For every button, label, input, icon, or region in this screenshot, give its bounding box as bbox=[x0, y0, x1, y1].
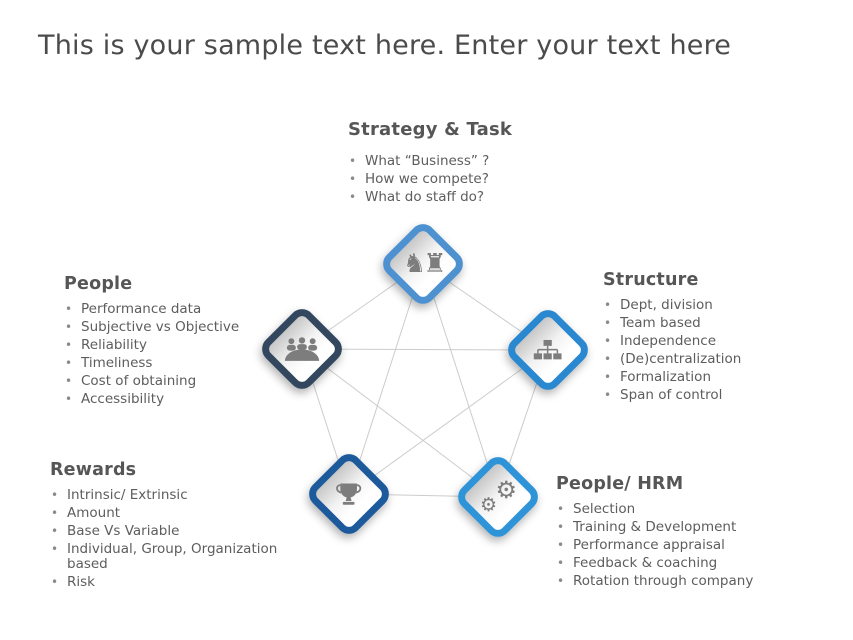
section-heading-people: People bbox=[64, 274, 133, 294]
bullet-item: Reliability bbox=[64, 338, 239, 353]
bullet-list-people-hrm: SelectionTraining & DevelopmentPerforman… bbox=[556, 502, 753, 589]
bullet-list-rewards: Intrinsic/ ExtrinsicAmountBase Vs Variab… bbox=[50, 488, 308, 589]
bullet-item: Amount bbox=[50, 506, 308, 521]
section-strategy-task: Strategy & Task What “Business” ? How we … bbox=[348, 118, 512, 208]
bullet-item: Selection bbox=[556, 502, 753, 517]
bullet-item: Cost of obtaining bbox=[64, 374, 239, 389]
section-rewards: Rewards Intrinsic/ ExtrinsicAmountBase V… bbox=[50, 458, 308, 593]
bullet-item: How we compete? bbox=[348, 172, 512, 187]
bullet-item: Feedback & coaching bbox=[556, 556, 753, 571]
section-structure: Structure Dept, divisionTeam basedIndepe… bbox=[603, 268, 741, 406]
bullet-item: Subjective vs Objective bbox=[64, 320, 239, 335]
node-rewards bbox=[303, 448, 395, 540]
gear-small-glyph: ⚙ bbox=[480, 494, 498, 516]
node-people bbox=[256, 303, 348, 395]
bullet-list-structure: Dept, divisionTeam basedIndependence (De)… bbox=[603, 298, 741, 403]
bullet-item: Span of control bbox=[603, 388, 741, 403]
bullet-item: Rotation through company bbox=[556, 574, 753, 589]
bullet-item: Dept, division bbox=[603, 298, 741, 313]
bullet-item: Timeliness bbox=[64, 356, 239, 371]
trophy-icon bbox=[334, 482, 364, 507]
people-icon bbox=[284, 337, 320, 361]
bullet-item: Formalization bbox=[603, 370, 741, 385]
bullet-item: Risk bbox=[50, 574, 308, 590]
bullet-item: What do staff do? bbox=[348, 190, 512, 205]
bullet-item: Independence bbox=[603, 334, 741, 349]
section-heading-rewards: Rewards bbox=[50, 460, 137, 480]
slide-title: This is your sample text here. Enter you… bbox=[38, 30, 732, 61]
node-structure bbox=[502, 304, 594, 396]
section-heading-strategy-task: Strategy & Task bbox=[348, 119, 513, 140]
bullet-list-people: Performance dataSubjective vs ObjectiveR… bbox=[64, 302, 239, 407]
bullet-list-strategy-task: What “Business” ? How we compete? What do … bbox=[348, 154, 512, 205]
bullet-item: Training & Development bbox=[556, 520, 753, 535]
bullet-item: Performance data bbox=[64, 302, 239, 317]
bullet-item: Team based bbox=[603, 316, 741, 331]
bullet-item: Base Vs Variable bbox=[50, 524, 308, 539]
section-people-hrm: People/ HRM SelectionTraining & Developm… bbox=[556, 472, 753, 592]
bullet-item: Accessibility bbox=[64, 392, 239, 407]
gears-icon: ⚙ ⚙ bbox=[479, 476, 517, 516]
org-chart-icon bbox=[533, 339, 563, 361]
gear-large-glyph: ⚙ bbox=[495, 476, 517, 504]
section-people: People Performance dataSubjective vs Obj… bbox=[64, 272, 239, 410]
bullet-item: Individual, Group, Organization based bbox=[50, 542, 308, 571]
bullet-item: What “Business” ? bbox=[348, 154, 512, 169]
chess-glyphs: ♞♜ bbox=[402, 249, 444, 279]
section-heading-structure: Structure bbox=[603, 270, 699, 290]
bullet-item: Intrinsic/ Extrinsic bbox=[50, 488, 308, 503]
bullet-item: Performance appraisal bbox=[556, 538, 753, 553]
section-heading-people-hrm: People/ HRM bbox=[556, 474, 684, 494]
chess-icon: ♞♜ bbox=[402, 249, 444, 279]
bullet-item: (De)centralization bbox=[603, 352, 741, 367]
